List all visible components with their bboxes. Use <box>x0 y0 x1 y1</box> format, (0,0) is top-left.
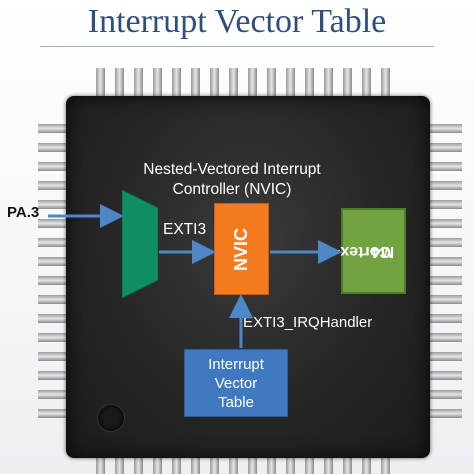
chip-pin <box>286 454 295 474</box>
nvic-block <box>214 203 269 295</box>
chip-pin <box>428 162 462 171</box>
interrupt-vector-table-block <box>184 349 288 417</box>
chip-pin <box>38 181 68 190</box>
chip-pin <box>38 409 68 418</box>
chip-pin <box>428 352 462 361</box>
chip-pin <box>428 257 462 266</box>
chip-pin <box>172 454 181 474</box>
chip-pin <box>381 68 390 98</box>
chip-pin <box>428 295 462 304</box>
chip-pin <box>428 238 462 247</box>
chip-pin <box>267 454 276 474</box>
chip-pin <box>362 68 371 98</box>
chip-pin <box>38 314 68 323</box>
chip-pin <box>428 200 462 209</box>
chip-pin <box>229 68 238 98</box>
chip-pin <box>115 68 124 98</box>
chip-pin <box>248 454 257 474</box>
chip-pin <box>248 68 257 98</box>
chip-pin <box>428 276 462 285</box>
chip-pin <box>38 333 68 342</box>
chip-pin <box>38 371 68 380</box>
chip-pin <box>324 68 333 98</box>
chip-pin <box>96 454 105 474</box>
chip-pin <box>286 68 295 98</box>
chip-pin <box>428 124 462 133</box>
chip-pin <box>38 295 68 304</box>
chip-pin <box>38 124 68 133</box>
chip-pin <box>305 68 314 98</box>
chip-pin <box>324 454 333 474</box>
exti3-label: EXTI3 <box>163 221 207 238</box>
chip-pin <box>134 68 143 98</box>
chip-pin <box>38 238 68 247</box>
cortex-m4-block <box>341 208 406 294</box>
chip-pin <box>428 409 462 418</box>
nvic-title-line2: Controller (NVIC) <box>172 181 292 198</box>
chip-pin <box>38 352 68 361</box>
chip-pin <box>191 68 200 98</box>
chip-pin <box>428 390 462 399</box>
chip-pin <box>428 219 462 228</box>
pin1-marker <box>98 405 124 431</box>
page-title: Interrupt Vector Table <box>87 3 387 40</box>
nvic-title-line1: Nested-Vectored Interrupt <box>143 161 321 178</box>
chip-pin <box>172 68 181 98</box>
chip-pin <box>381 454 390 474</box>
chip-pin <box>210 454 219 474</box>
chip-pin <box>96 68 105 98</box>
chip-pin <box>38 162 68 171</box>
chip-pin <box>428 314 462 323</box>
chip-pin <box>38 390 68 399</box>
chip-pin <box>229 454 238 474</box>
nvic-title: Nested-Vectored Interrupt Controller (NV… <box>110 160 354 200</box>
chip-pin <box>38 257 68 266</box>
chip-pin <box>38 219 68 228</box>
chip-pin <box>428 371 462 380</box>
chip-pin <box>362 454 371 474</box>
chip-pin <box>267 68 276 98</box>
chip-pin <box>343 68 352 98</box>
chip-pin <box>210 68 219 98</box>
chip-pin <box>115 454 124 474</box>
title-divider <box>40 46 434 47</box>
chip-pin <box>38 200 68 209</box>
chip-pin <box>134 454 143 474</box>
chip-pin <box>428 143 462 152</box>
chip-pin <box>153 68 162 98</box>
interrupt-vector-table-label: Interrupt Vector Table <box>208 355 264 411</box>
pa3-input-label: PA.3 <box>7 204 40 221</box>
chip-pin <box>38 143 68 152</box>
chip-pin <box>343 454 352 474</box>
chip-pin <box>428 333 462 342</box>
chip-pin <box>191 454 200 474</box>
chip-pin <box>305 454 314 474</box>
exti3-irqhandler-label: EXTI3_IRQHandler <box>243 314 373 331</box>
chip-pin <box>428 181 462 190</box>
exti-multiplexer <box>122 190 158 298</box>
chip-pin <box>38 276 68 285</box>
chip-pin <box>153 454 162 474</box>
